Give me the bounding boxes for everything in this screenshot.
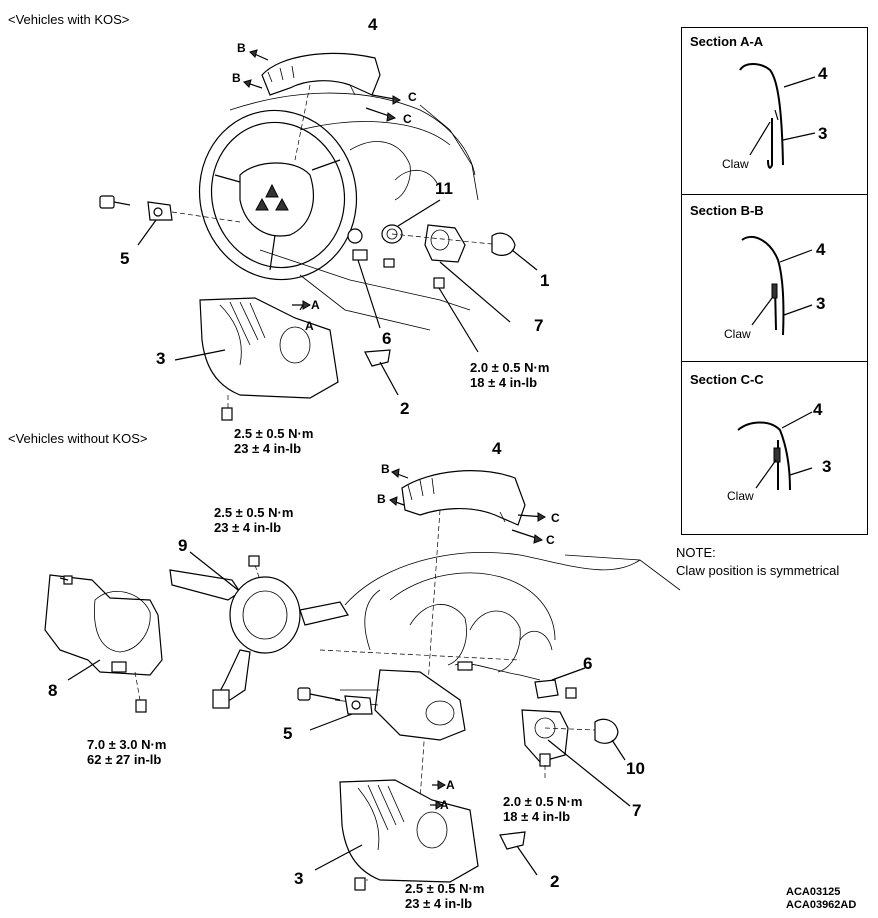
nokos-part-4-label: 4 <box>492 439 502 458</box>
kos-steering-wheel <box>198 109 358 281</box>
kos-ignition-parts <box>347 199 538 353</box>
kos-letter-b2: B <box>232 71 241 85</box>
section-c-c-part-3: 3 <box>822 457 832 476</box>
nokos-part-5-drawing <box>297 687 373 731</box>
nokos-torque-8: 7.0 ± 3.0 N·m 62 ± 27 in-lb <box>87 737 166 767</box>
kos-letter-b1: B <box>237 41 246 55</box>
kos-part-11-label: 11 <box>435 179 453 198</box>
kos-torque-7-imperial: 18 ± 4 in-lb <box>470 375 538 390</box>
nokos-part-9-label: 9 <box>178 536 188 555</box>
nokos-part-8-drawing <box>44 574 163 713</box>
section-b-b-title: Section B-B <box>690 203 764 218</box>
nokos-upper-cover <box>389 468 547 801</box>
kos-letter-c2: C <box>403 112 412 126</box>
nokos-torque-9-imperial: 23 ± 4 in-lb <box>214 520 282 535</box>
nokos-torque-9-metric: 2.5 ± 0.5 N·m <box>214 505 294 520</box>
kos-torque-7-metric: 2.0 ± 0.5 N·m <box>470 360 550 375</box>
nokos-torque-8-imperial: 62 ± 27 in-lb <box>87 752 162 767</box>
code-1: ACA03125 <box>786 886 841 898</box>
section-a-a-panel <box>681 27 868 195</box>
nokos-letter-c2: C <box>546 533 555 547</box>
nokos-part-7-label: 7 <box>632 801 642 820</box>
section-a-a-part-4: 4 <box>818 64 828 83</box>
nokos-part-8-label: 8 <box>48 681 58 700</box>
kos-part-2-drawing <box>364 349 399 396</box>
code-block: ACA03125 ACA03962AD <box>786 886 856 912</box>
kos-section-arrows <box>243 49 402 330</box>
kos-torque-3-imperial: 23 ± 4 in-lb <box>234 441 302 456</box>
nokos-letter-a1: A <box>446 778 455 792</box>
section-a-a-part-3: 3 <box>818 124 828 143</box>
kos-part-3-label: 3 <box>156 349 166 368</box>
section-b-b-panel <box>681 194 868 362</box>
nokos-torque-3-metric: 2.5 ± 0.5 N·m <box>405 881 485 896</box>
nokos-part-9-drawing <box>169 551 349 709</box>
kos-torque-3-metric: 2.5 ± 0.5 N·m <box>234 426 314 441</box>
section-c-c-part-4: 4 <box>813 400 823 419</box>
kos-part-1-label: 1 <box>540 271 550 290</box>
nokos-part-7-10-drawing <box>521 709 631 807</box>
nokos-torque-8-metric: 7.0 ± 3.0 N·m <box>87 737 167 752</box>
nokos-torque-3: 2.5 ± 0.5 N·m 23 ± 4 in-lb <box>405 881 484 911</box>
kos-part-5-label: 5 <box>120 249 130 268</box>
kos-upper-cover <box>261 52 381 161</box>
kos-dashboard-outline <box>229 92 479 331</box>
nokos-part-5-label: 5 <box>283 724 293 743</box>
section-a-a-artwork <box>739 63 816 169</box>
kos-letter-c1: C <box>408 90 417 104</box>
nokos-torque-7-metric: 2.0 ± 0.5 N·m <box>503 794 583 809</box>
header-with-kos: <Vehicles with KOS> <box>8 12 130 27</box>
section-b-b-part-3: 3 <box>816 294 826 313</box>
kos-letter-a1: A <box>311 298 320 312</box>
nokos-letter-b1: B <box>381 462 390 476</box>
note-text: Claw position is symmetrical <box>676 563 840 578</box>
section-c-c-claw: Claw <box>727 489 754 503</box>
section-b-b-part-4: 4 <box>816 240 826 259</box>
nokos-letter-a2: A <box>440 798 449 812</box>
note-title: NOTE: <box>676 545 716 560</box>
nokos-part-6-drawing <box>534 667 586 699</box>
kos-torque-3: 2.5 ± 0.5 N·m 23 ± 4 in-lb <box>234 426 313 456</box>
kos-lower-cover <box>174 297 339 421</box>
kos-part-7-label: 7 <box>534 316 544 335</box>
section-a-a-title: Section A-A <box>690 34 764 49</box>
nokos-part-3-label: 3 <box>294 869 304 888</box>
section-b-b-claw: Claw <box>724 327 751 341</box>
nokos-part-6-label: 6 <box>583 654 593 673</box>
kos-letter-a2: A <box>305 319 314 333</box>
section-c-c-title: Section C-C <box>690 372 764 387</box>
nokos-torque-9: 2.5 ± 0.5 N·m 23 ± 4 in-lb <box>214 505 293 535</box>
nokos-dashboard-outline <box>344 552 681 673</box>
nokos-lower-cover <box>314 779 479 891</box>
nokos-letter-c1: C <box>551 511 560 525</box>
nokos-torque-7-imperial: 18 ± 4 in-lb <box>503 809 571 824</box>
kos-part-2-label: 2 <box>400 399 410 418</box>
header-without-kos: <Vehicles without KOS> <box>8 431 148 446</box>
nokos-ignition-assembly <box>319 649 541 741</box>
section-c-c-panel <box>681 361 868 535</box>
code-2: ACA03962AD <box>786 899 857 911</box>
nokos-torque-3-imperial: 23 ± 4 in-lb <box>405 896 473 911</box>
kos-torque-7: 2.0 ± 0.5 N·m 18 ± 4 in-lb <box>470 360 549 390</box>
nokos-part-10-label: 10 <box>626 759 645 778</box>
section-c-c-artwork <box>737 411 813 491</box>
kos-part-5-drawing <box>99 195 241 246</box>
nokos-letter-b2: B <box>377 492 386 506</box>
nokos-part-2-label: 2 <box>550 872 560 891</box>
section-b-b-artwork <box>741 235 813 336</box>
nokos-torque-7: 2.0 ± 0.5 N·m 18 ± 4 in-lb <box>503 794 582 824</box>
nokos-part-2-drawing <box>499 831 538 876</box>
kos-part-6-label: 6 <box>382 329 392 348</box>
kos-part-4-label: 4 <box>368 15 378 34</box>
section-a-a-claw: Claw <box>722 157 749 171</box>
